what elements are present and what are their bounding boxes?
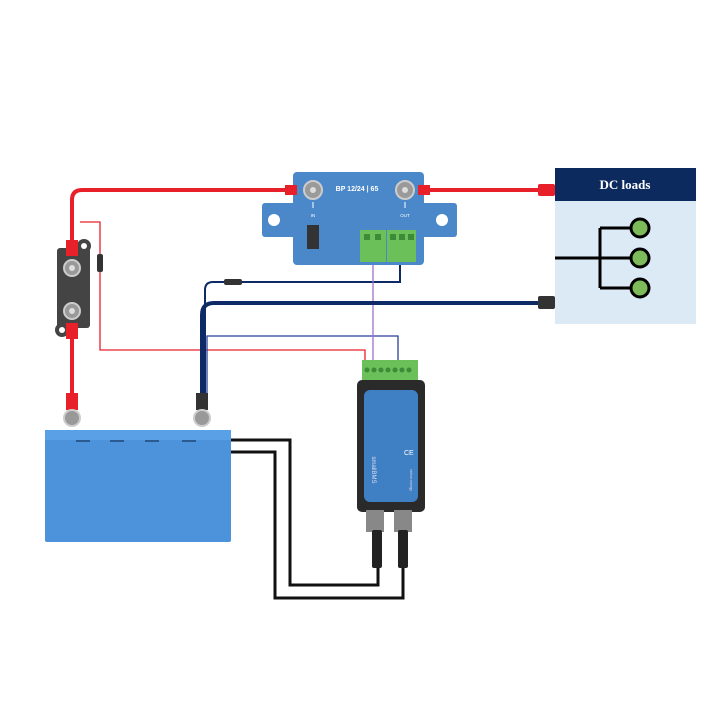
battery-protect: BP 12/24 | 65 IN OUT [262,172,457,265]
inline-fuse [97,254,103,272]
bms-battery-wires [231,438,405,600]
load-icon [629,277,651,299]
negative-main-wire [200,301,548,395]
bms-name: smallBMS [370,456,376,483]
thin-navy-wire-bp [204,262,401,395]
dc-loads-title: DC loads [600,177,651,192]
negative-connector [538,296,555,309]
load-icon [629,217,651,239]
mega-fuse-holder [55,239,91,339]
terminal-block-left [360,230,386,262]
inline-connector [224,279,242,285]
positive-load-connector [538,184,555,196]
bms-cable-connector [372,530,382,568]
positive-terminal [63,409,81,427]
battery [45,393,231,542]
load-icon [629,247,651,269]
positive-terminal-lug [66,393,78,410]
small-bms: smallBMS victron energy CE [357,360,425,568]
thin-red-wire [80,221,366,362]
negative-terminal [193,409,211,427]
bms-brand: victron energy [409,469,413,491]
dc-loads-panel: DC loads [555,168,696,324]
positive-main-wire [70,188,295,245]
seven-segment-display [307,225,319,249]
ce-mark: CE [404,450,414,457]
thin-navy-wire [206,335,399,395]
bp-label: BP 12/24 | 65 [336,186,379,193]
bp-out-label: OUT [400,213,410,218]
bp-in-label: IN [311,213,316,218]
negative-terminal-lug [196,393,208,410]
bms-cable-connector [398,530,408,568]
